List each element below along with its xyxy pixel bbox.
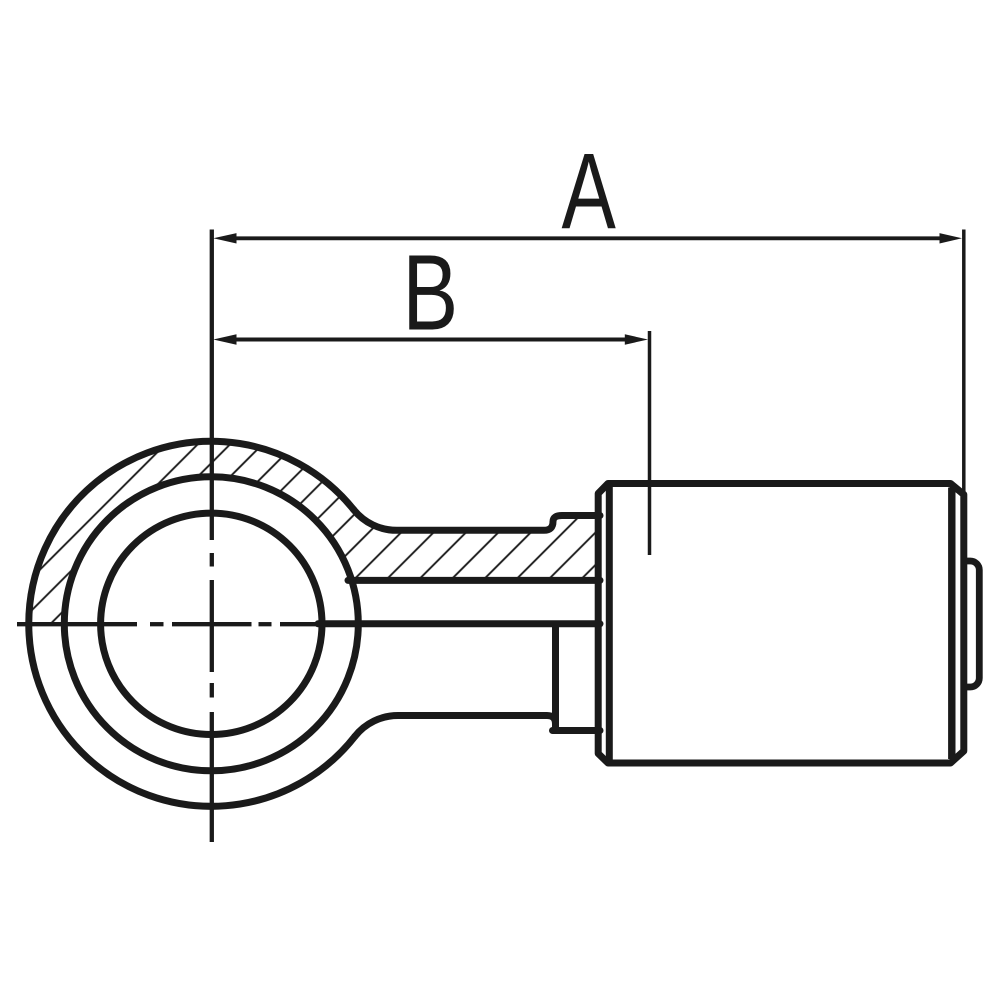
svg-text:A: A xyxy=(562,131,617,252)
svg-text:B: B xyxy=(402,233,458,353)
